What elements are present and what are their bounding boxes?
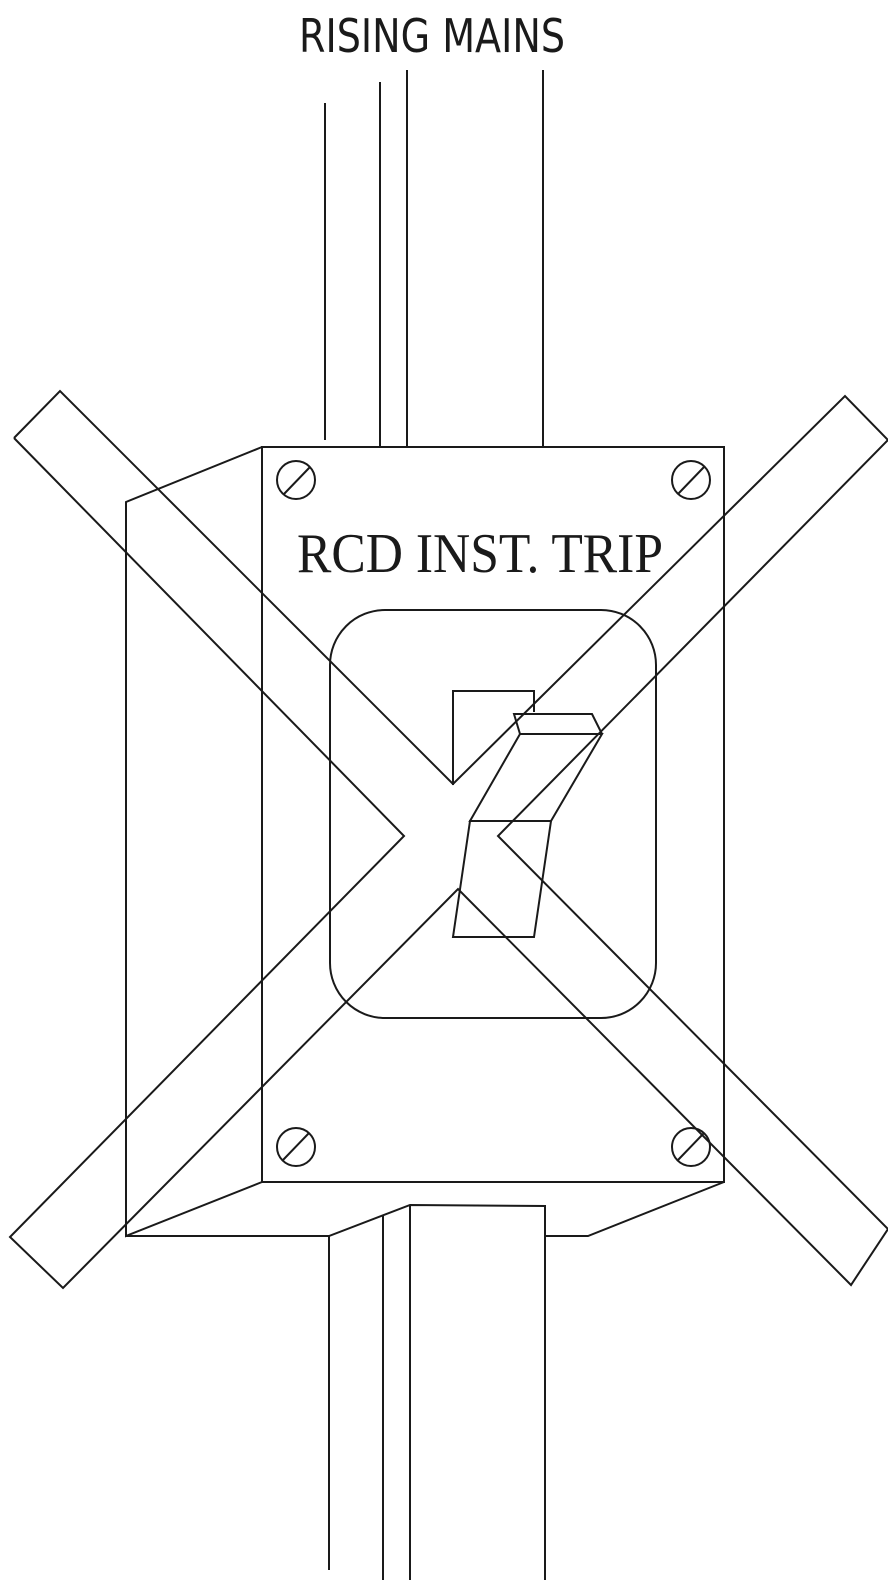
enclosure-front: [261, 446, 725, 1183]
screw-icon: [671, 1127, 711, 1167]
screw-icon: [276, 1127, 316, 1167]
outgoing-cables: [328, 1205, 546, 1580]
cross-out-mark-icon: [8, 389, 888, 1290]
screw-icon: [276, 460, 316, 500]
rcd-device-label: RCD INST. TRIP: [297, 523, 663, 585]
rising-mains-cables: [324, 70, 544, 447]
toggle-switch-icon: [451, 690, 604, 938]
screw-icon: [671, 460, 711, 500]
switch-panel: [329, 609, 657, 1019]
rising-mains-label: RISING MAINS: [299, 9, 565, 63]
